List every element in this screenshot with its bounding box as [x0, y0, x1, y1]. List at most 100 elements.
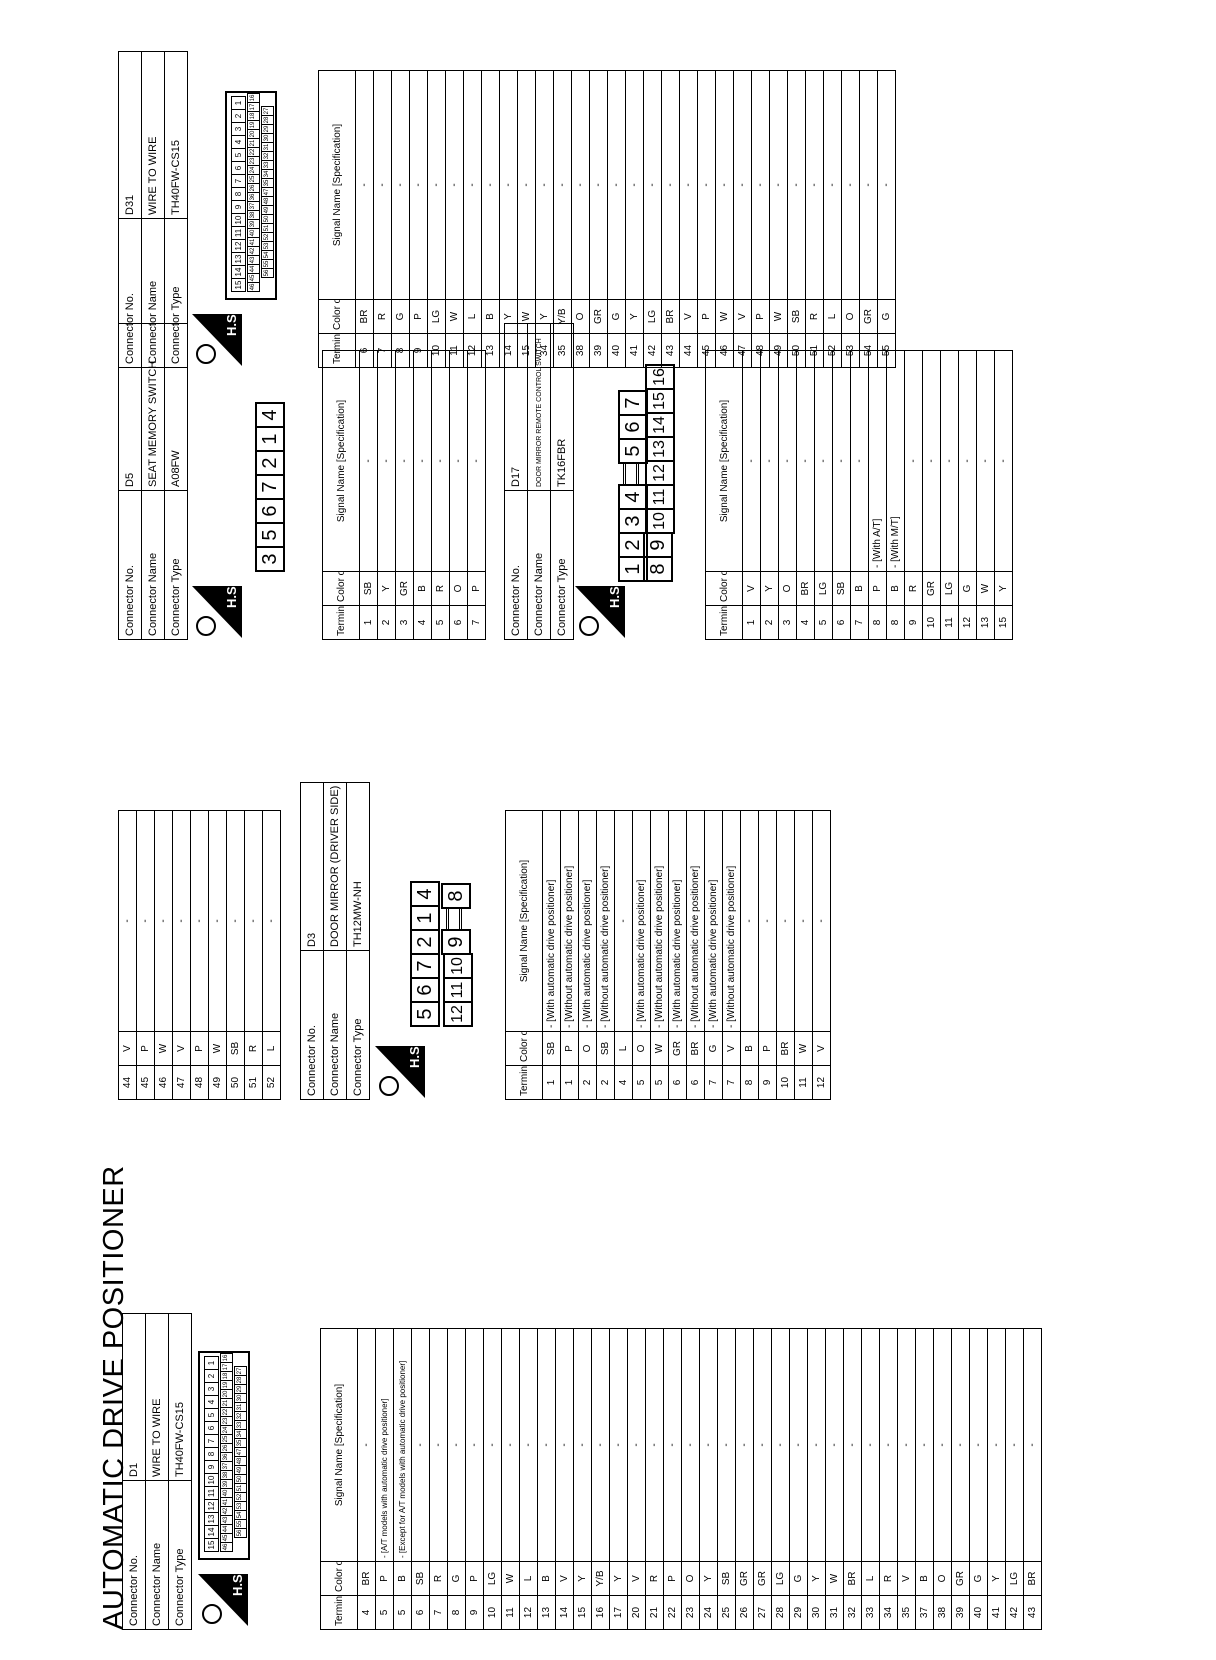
color-cell: V	[812, 1031, 831, 1066]
color-cell: B	[481, 299, 500, 334]
color-cell: LG	[1005, 1561, 1024, 1596]
connector-pin: 40	[220, 1488, 233, 1498]
connector-pin: 48	[234, 1456, 247, 1466]
terminal-cell: 14	[555, 1595, 574, 1630]
terminal-cell: 10	[427, 333, 446, 368]
signal-cell: -	[553, 70, 572, 300]
connector-pin: 41	[247, 237, 260, 247]
signal-cell: -	[262, 810, 281, 1032]
connector-pin: 2	[410, 929, 440, 955]
signal-cell: -	[976, 350, 995, 572]
color-cell: Y	[987, 1561, 1006, 1596]
signal-cell: -	[395, 350, 414, 572]
signal-cell: -	[789, 1328, 808, 1562]
signal-cell: -	[627, 1328, 646, 1562]
color-cell: BR	[1023, 1561, 1042, 1596]
terminal-cell: 20	[627, 1595, 646, 1630]
signal-cell: -	[897, 1328, 916, 1562]
terminal-cell: 3	[395, 605, 414, 640]
label-connector-type: Connector Type	[164, 218, 188, 368]
connector-pin: 42	[220, 1506, 233, 1516]
terminal-cell: 45	[697, 333, 716, 368]
signal-cell: -	[832, 350, 851, 572]
color-cell: BR	[843, 1561, 862, 1596]
signal-cell: -	[753, 1328, 772, 1562]
terminal-cell: 28	[771, 1595, 790, 1630]
signal-cell: -	[517, 70, 536, 300]
signal-cell: - [Without automatic drive positioner]	[686, 810, 705, 1032]
color-cell: W	[825, 1561, 844, 1596]
connector-pin: 31	[261, 142, 274, 152]
color-cell: R	[429, 1561, 448, 1596]
color-cell: BR	[661, 299, 680, 334]
label-connector-type: Connector Type	[346, 950, 370, 1100]
connector-pin: 7	[410, 953, 440, 979]
th-signal: Signal Name [Specification]	[320, 1328, 358, 1562]
terminal-cell: 11	[940, 605, 959, 640]
terminal-cell: 4	[796, 605, 815, 640]
color-cell: LG	[940, 571, 959, 606]
label-connector-no: Connector No.	[300, 950, 324, 1100]
terminal-cell: 9	[465, 1595, 484, 1630]
signal-cell: -	[987, 1328, 1006, 1562]
terminal-cell: 7	[850, 605, 869, 640]
color-cell: Y	[760, 571, 779, 606]
signal-cell: -	[357, 1328, 376, 1562]
connector-pin: 53	[234, 1501, 247, 1511]
connector-pin: 38	[220, 1470, 233, 1480]
connector-pin: 37	[220, 1461, 233, 1471]
connector-pin: 11	[645, 484, 675, 510]
terminal-cell: 44	[118, 1065, 137, 1100]
connector-pin: 33	[261, 160, 274, 170]
terminal-cell: 21	[645, 1595, 664, 1630]
terminal-cell: 3	[778, 605, 797, 640]
terminal-cell: 2	[377, 605, 396, 640]
connector-pin	[446, 907, 462, 929]
connector-pin: 2	[255, 450, 285, 476]
connector-pin: 18	[247, 111, 260, 121]
signal-cell: -	[555, 1328, 574, 1562]
color-cell: O	[449, 571, 468, 606]
signal-cell: -	[409, 70, 428, 300]
connector-pin: 26	[220, 1443, 233, 1453]
signal-cell: -	[776, 810, 795, 1032]
connector-pin: 20	[247, 129, 260, 139]
connector-pin: 1	[410, 905, 440, 931]
terminal-cell: 15	[573, 1595, 592, 1630]
color-cell: P	[467, 571, 486, 606]
color-cell: P	[465, 1561, 484, 1596]
connector-pin: 17	[220, 1362, 233, 1372]
connector-pin: 5	[255, 522, 285, 548]
connector-pin: 54	[261, 250, 274, 260]
signal-cell: -	[807, 1328, 826, 1562]
connector-pin: 46	[247, 282, 260, 292]
signal-cell: -	[843, 1328, 862, 1562]
signal-cell: -	[463, 70, 482, 300]
connector-pin: 19	[247, 120, 260, 130]
terminal-cell: 13	[537, 1595, 556, 1630]
color-cell: W	[517, 299, 536, 334]
connector-pin: 5	[204, 1408, 219, 1422]
th-terminal: Terminal No.	[505, 1065, 543, 1100]
signal-cell: -	[877, 70, 896, 300]
